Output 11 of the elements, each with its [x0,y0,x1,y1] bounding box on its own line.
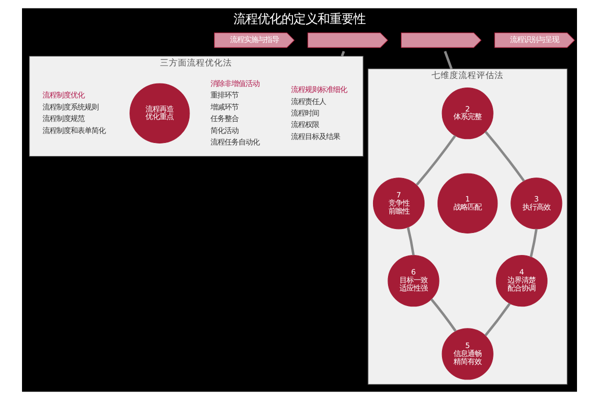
connector [430,298,457,332]
connector [484,130,525,182]
connector [530,228,538,258]
connector [444,50,453,70]
connector [416,134,456,186]
connector [406,226,415,256]
connector [340,50,345,57]
diagram-title: 流程优化的定义和重要性 [234,12,366,26]
node-box [400,32,482,48]
node-box [307,32,388,48]
connector [484,302,511,336]
